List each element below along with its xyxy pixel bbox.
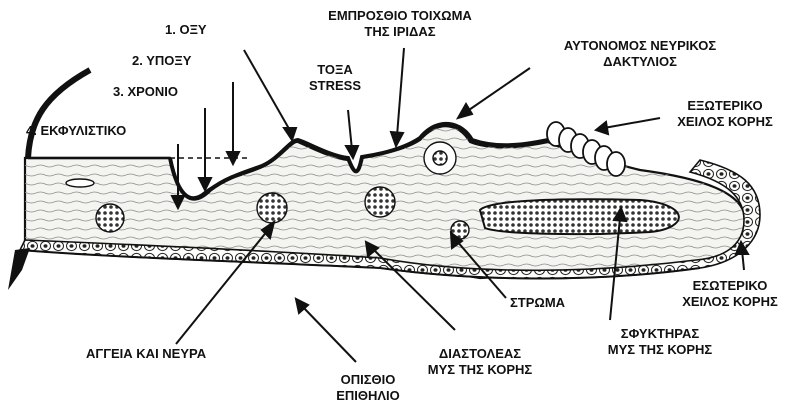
anterior-surface-left [28,70,90,158]
label-chronic: 3. ΧΡΟΝΙΟ [113,84,178,100]
label-degenerative: 4. ΕΚΦΥΛΙΣΤΙΚΟ [26,123,126,139]
label-dilator-muscle: ΔΙΑΣΤΟΛΕΑΣ ΜΥΣ ΤΗΣ ΚΟΡΗΣ [395,346,565,378]
label-outer-pupil-lip: ΕΞΩΤΕΡΙΚΟ ΧΕΙΛΟΣ ΚΟΡΗΣ [665,98,785,130]
label-posterior-epithelium: ΟΠΙΣΘΙΟ ΕΠΙΘΗΛΙΟ [318,372,418,404]
label-inner-pupil-lip: ΕΣΩΤΕΡΙΚΟ ΧΕΙΛΟΣ ΚΟΡΗΣ [670,278,790,310]
label-acute: 1. ΟΞΥ [165,22,207,38]
label-stress-arc: ΤΟΞΑ STRESS [290,62,380,94]
label-anterior-iris-wall: ΕΜΠΡΟΣΘΙΟ ΤΟΙΧΩΜΑ ΤΗΣ ΙΡΙΔΑΣ [300,8,500,40]
label-stroma: ΣΤΡΩΜΑ [510,295,565,311]
label-sphincter-muscle: ΣΦΥΚΤΗΡΑΣ ΜΥΣ ΤΗΣ ΚΟΡΗΣ [570,326,750,358]
label-subacute: 2. ΥΠΟΞΥ [132,53,191,69]
sphincter-muscle [480,199,679,234]
label-autonomic-nerve-ring: ΑΥΤΟΝΟΜΟΣ ΝΕΥΡΙΚΟΣ ΔΑΚΤΥΛΙΟΣ [520,38,760,70]
label-vessels-nerves: ΑΓΓΕΙΑ ΚΑΙ ΝΕΥΡΑ [86,346,206,362]
